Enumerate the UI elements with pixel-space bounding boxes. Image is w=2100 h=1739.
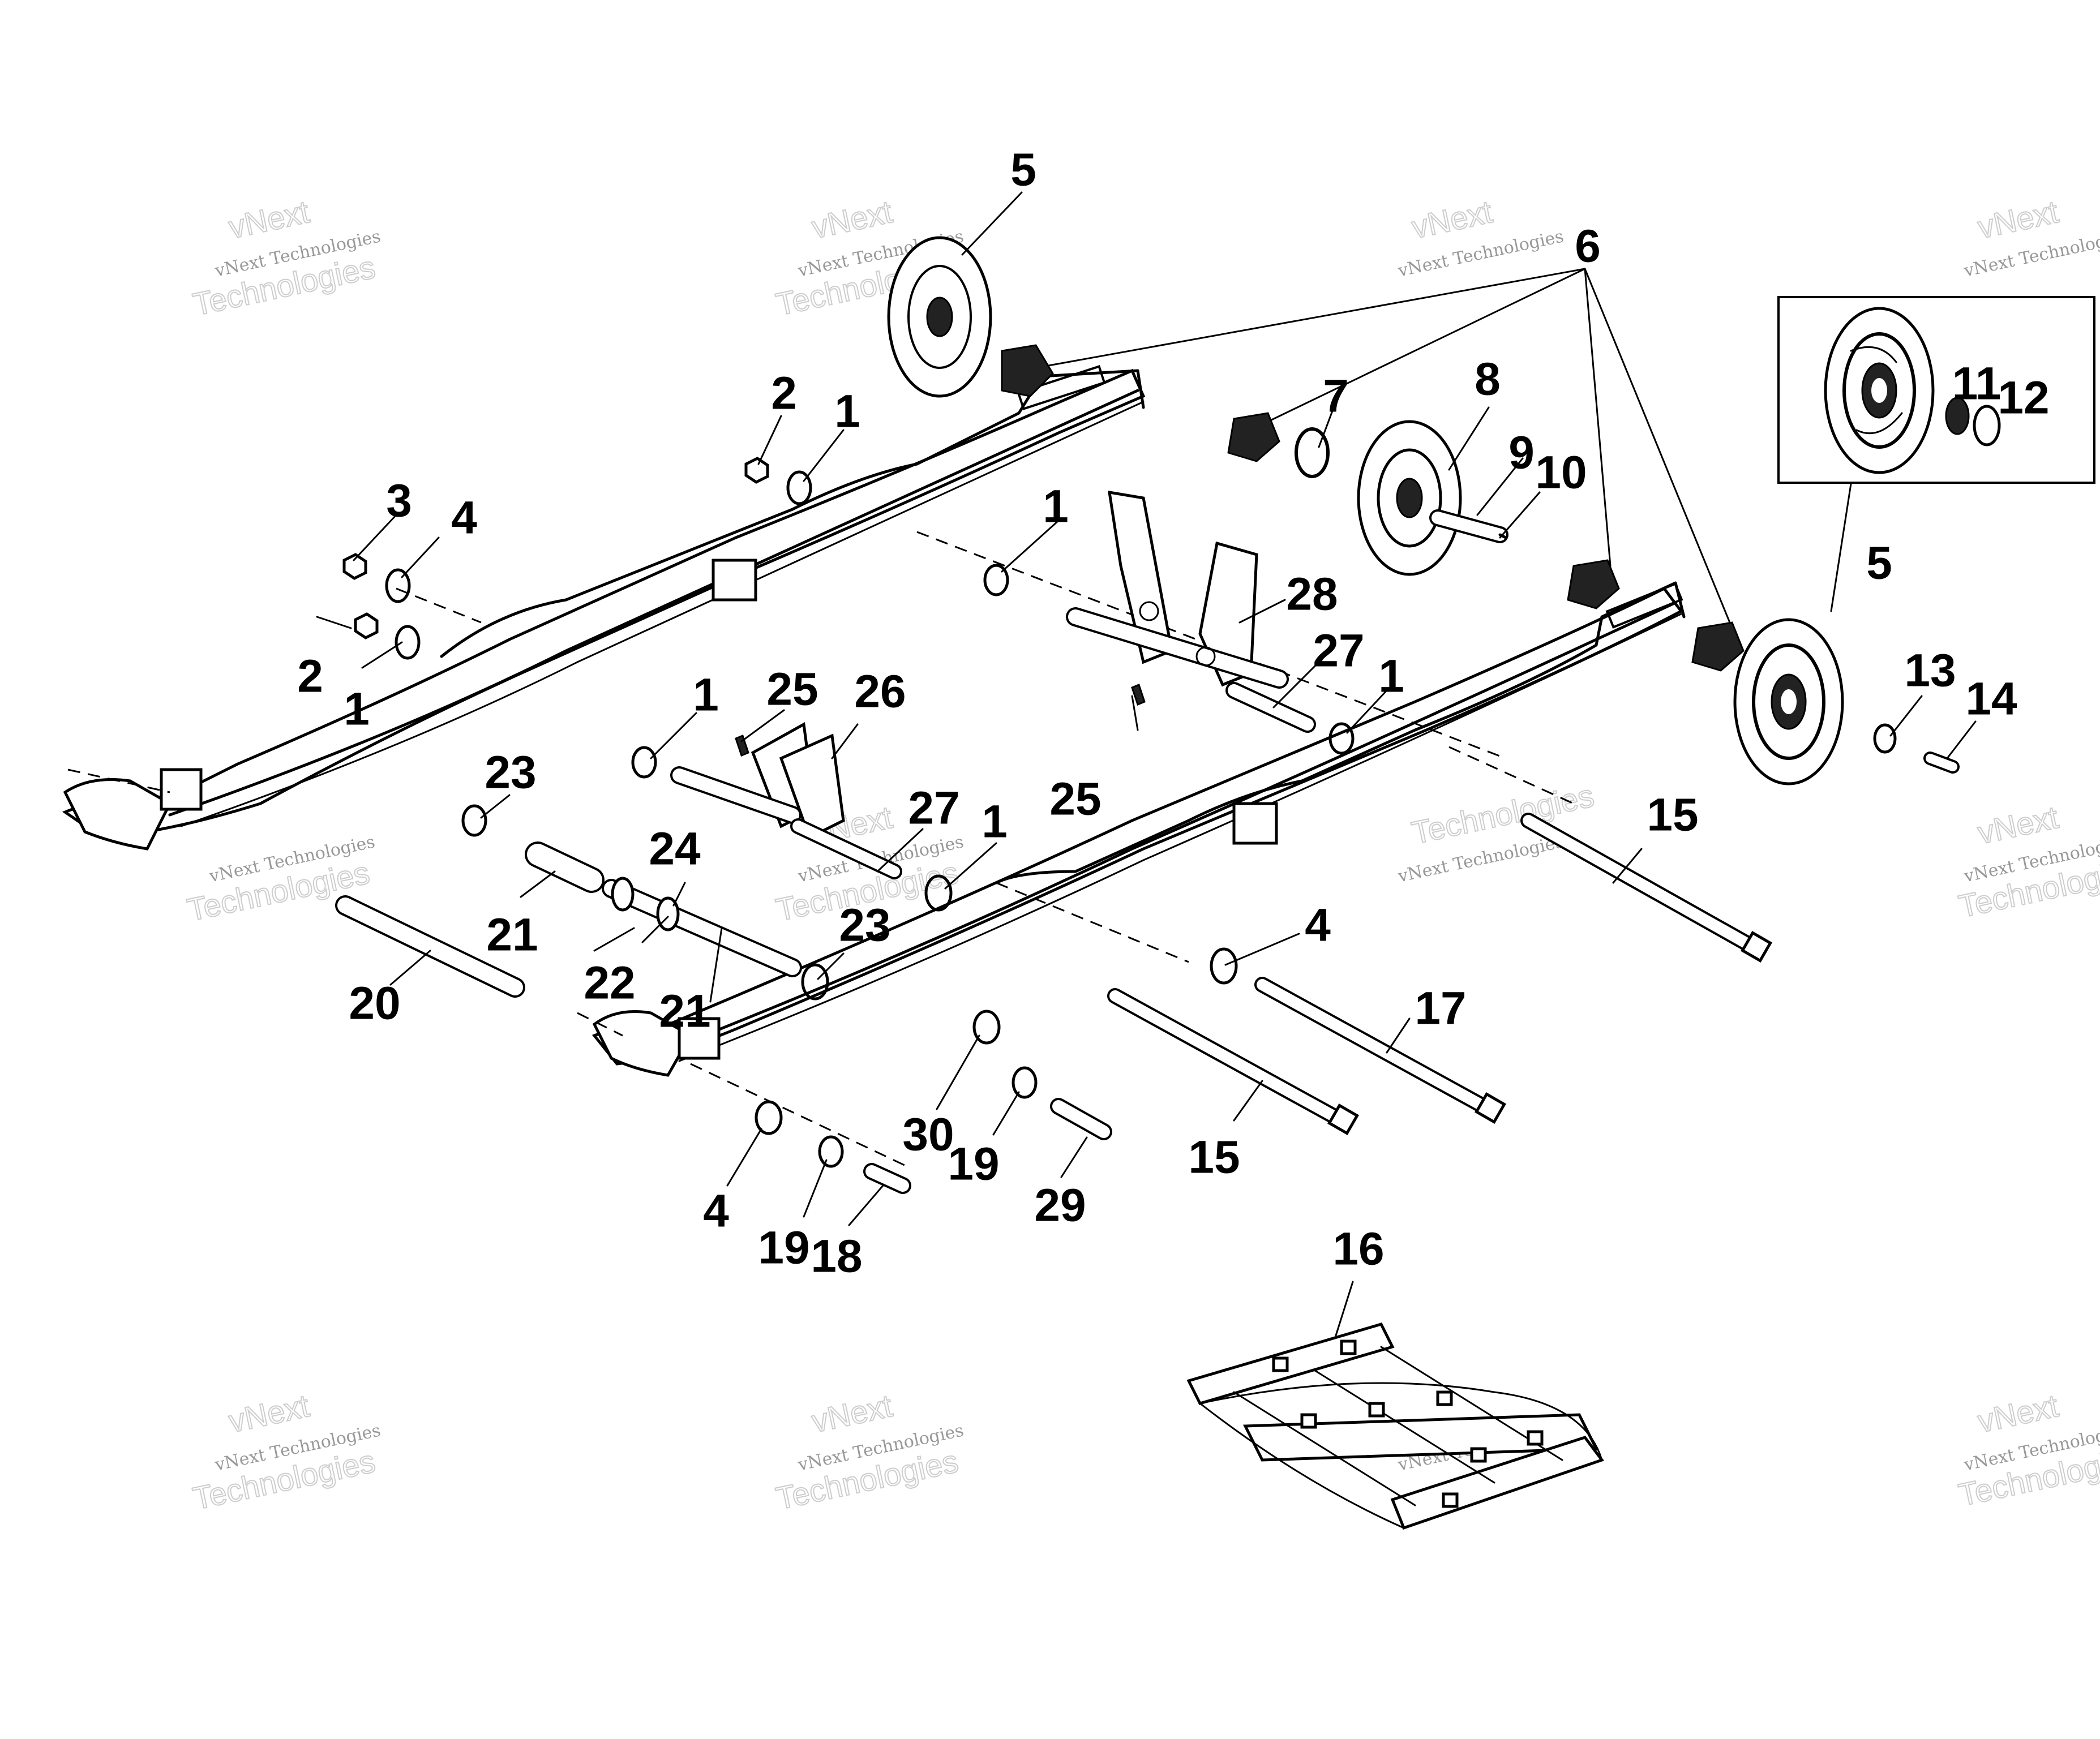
watermark-mid-right: vNext vNext Technologies Technologies bbox=[1955, 798, 2100, 925]
part-label-1: 1 bbox=[693, 669, 719, 721]
part-label-24: 24 bbox=[649, 823, 701, 875]
part-label-2: 2 bbox=[771, 368, 797, 419]
svg-text:vNext: vNext bbox=[226, 194, 313, 245]
part-label-4: 4 bbox=[451, 492, 477, 544]
part-label-14: 14 bbox=[1965, 673, 2017, 725]
watermark-mid-right-center: Technologies vNext Technologies bbox=[1396, 777, 1598, 887]
part-label-25: 25 bbox=[1049, 774, 1101, 825]
part-label-3: 3 bbox=[386, 475, 412, 527]
shaft-17-icon bbox=[1254, 977, 1507, 1124]
part-label-7: 7 bbox=[1323, 371, 1349, 422]
wheel-cap-icon bbox=[1567, 559, 1620, 609]
part-label-11: 11 bbox=[1952, 358, 2002, 410]
part-label-5: 5 bbox=[1866, 538, 1892, 589]
label-leader-lines bbox=[316, 191, 1977, 1337]
part-label-27: 27 bbox=[908, 783, 959, 834]
part-label-1: 1 bbox=[1043, 481, 1069, 533]
leader-lines-6 bbox=[1035, 268, 1733, 629]
part-label-9: 9 bbox=[1508, 427, 1535, 479]
part-label-23: 23 bbox=[839, 900, 890, 951]
part-label-15: 15 bbox=[1188, 1132, 1240, 1183]
part-label-23: 23 bbox=[485, 747, 536, 798]
part-label-15: 15 bbox=[1647, 789, 1698, 841]
part-label-28: 28 bbox=[1286, 569, 1338, 620]
shaft-24-icon bbox=[602, 877, 802, 977]
svg-text:vNext: vNext bbox=[1975, 194, 2062, 245]
svg-text:vNext: vNext bbox=[1975, 1388, 2062, 1439]
watermark-top-right: vNext vNext Technologies bbox=[1962, 193, 2100, 281]
part-label-4: 4 bbox=[703, 1186, 729, 1237]
wheel-cap-icon bbox=[1691, 621, 1745, 672]
inset-bearing-icon bbox=[1945, 397, 1970, 435]
part-label-10: 10 bbox=[1535, 447, 1587, 499]
shaft-20-icon bbox=[335, 895, 525, 998]
shock-bracket-icon bbox=[1066, 490, 1316, 733]
part-label-22: 22 bbox=[584, 957, 635, 1009]
part-label-6: 6 bbox=[1575, 221, 1601, 272]
watermark-bottom-left: vNext vNext Technologies Technologies bbox=[189, 1387, 382, 1517]
part-label-4: 4 bbox=[1305, 900, 1331, 951]
watermark-bottom-center: vNext vNext Technologies Technologies bbox=[772, 1387, 965, 1517]
part-label-26: 26 bbox=[854, 666, 906, 718]
watermark-bottom-right: vNext vNext Technologies Technologies bbox=[1955, 1387, 2100, 1513]
part-label-1: 1 bbox=[834, 386, 860, 437]
wheel-cap-icon bbox=[1001, 344, 1054, 397]
wheel-cap-icon bbox=[1227, 412, 1280, 462]
inset-wheel-icon bbox=[1824, 307, 1935, 474]
part-label-5: 5 bbox=[1010, 144, 1036, 196]
part-label-21: 21 bbox=[659, 986, 710, 1037]
part-label-30: 30 bbox=[902, 1109, 954, 1161]
hardware-icons bbox=[342, 457, 1960, 1194]
part-label-1: 1 bbox=[982, 796, 1008, 848]
svg-text:vNext: vNext bbox=[1409, 194, 1496, 245]
watermark-top-right-center: vNext vNext Technologies bbox=[1396, 193, 1566, 281]
svg-text:vNext: vNext bbox=[226, 1388, 313, 1439]
part-label-1: 1 bbox=[1378, 651, 1404, 702]
part-label-25: 25 bbox=[766, 664, 818, 715]
inset-snap-ring-icon bbox=[1973, 405, 2001, 446]
spacer-21-icon bbox=[525, 841, 605, 893]
part-label-1: 1 bbox=[344, 684, 370, 735]
idler-wheel-top-left-icon bbox=[887, 236, 992, 398]
part-label-29: 29 bbox=[1034, 1180, 1086, 1231]
part-label-20: 20 bbox=[349, 978, 400, 1029]
svg-text:vNext: vNext bbox=[809, 194, 896, 245]
part-label-21: 21 bbox=[486, 909, 538, 961]
part-label-27: 27 bbox=[1313, 625, 1364, 677]
svg-text:vNext: vNext bbox=[1975, 799, 2062, 851]
watermark-top-left: vNext vNext Technologies Technologies bbox=[189, 193, 382, 323]
part-label-18: 18 bbox=[811, 1231, 862, 1282]
part-label-19: 19 bbox=[948, 1139, 999, 1190]
part-label-12: 12 bbox=[1998, 372, 2049, 424]
part-label-2: 2 bbox=[297, 651, 323, 702]
idler-wheel-center-icon bbox=[1357, 420, 1462, 576]
svg-text:vNext: vNext bbox=[809, 1388, 896, 1439]
track-section-icon bbox=[1186, 1323, 1605, 1530]
part-label-19: 19 bbox=[758, 1222, 809, 1274]
rear-shaft-15-icon bbox=[1520, 813, 1773, 963]
spacer-washer-icon bbox=[1295, 427, 1330, 478]
part-label-16: 16 bbox=[1332, 1223, 1384, 1275]
shaft-15-icon bbox=[1107, 988, 1360, 1136]
shock-link-icon bbox=[670, 722, 902, 879]
detail-inset-box bbox=[1777, 296, 2095, 484]
part-label-13: 13 bbox=[1904, 645, 1956, 697]
part-label-8: 8 bbox=[1475, 354, 1501, 405]
part-label-17: 17 bbox=[1415, 983, 1466, 1034]
inset-leader-line bbox=[1830, 483, 1852, 612]
idler-wheel-right-icon bbox=[1733, 618, 1844, 785]
left-slide-rail bbox=[62, 365, 1146, 851]
